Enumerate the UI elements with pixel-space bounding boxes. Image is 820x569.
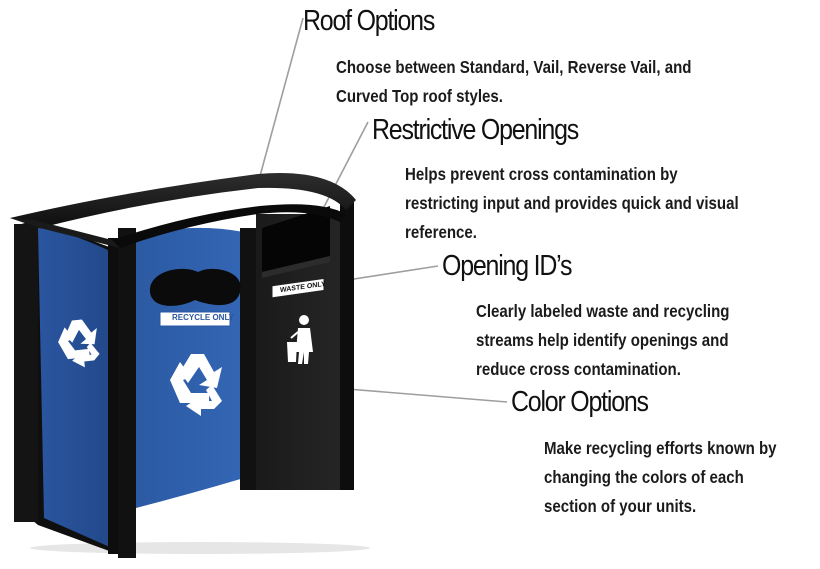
color-options-line-3: section of your units. <box>544 496 697 516</box>
opening-ids-description: Clearly labeled waste and recycling stre… <box>476 297 729 384</box>
roof-options-line-2: Curved Top roof styles. <box>336 86 503 106</box>
roof-options-description: Choose between Standard, Vail, Reverse V… <box>336 53 691 111</box>
opening-ids-line-3: reduce cross contamination. <box>476 359 681 379</box>
color-options-line-1: Make recycling efforts known by <box>544 438 777 458</box>
recycle-only-label: RECYCLE ONLY <box>172 313 234 322</box>
roof-leader-line <box>259 17 304 177</box>
color-options-heading: Color Options <box>511 386 649 418</box>
trash-person-icon <box>287 315 313 364</box>
restrictive-line-3: reference. <box>405 222 477 242</box>
recycle-symbol-icon <box>58 319 222 416</box>
restrictive-openings-heading: Restrictive Openings <box>372 114 579 146</box>
side-panel <box>14 220 122 554</box>
opening-ids-line-2: streams help identify openings and <box>476 330 729 350</box>
restrictive-line-2: restricting input and provides quick and… <box>405 193 739 213</box>
color-leader-line <box>334 387 508 403</box>
restrictive-openings-description: Helps prevent cross contamination by res… <box>405 160 739 247</box>
roof <box>10 173 356 248</box>
restrictive-line-1: Helps prevent cross contamination by <box>405 164 678 184</box>
roof-options-heading: Roof Options <box>303 5 435 37</box>
waste-section <box>256 200 354 490</box>
opening-ids-heading: Opening ID’s <box>442 250 572 282</box>
opening-ids-line-1: Clearly labeled waste and recycling <box>476 301 730 321</box>
color-options-line-2: changing the colors of each <box>544 467 744 487</box>
roof-options-line-1: Choose between Standard, Vail, Reverse V… <box>336 57 692 77</box>
color-options-description: Make recycling efforts known by changing… <box>544 434 777 521</box>
